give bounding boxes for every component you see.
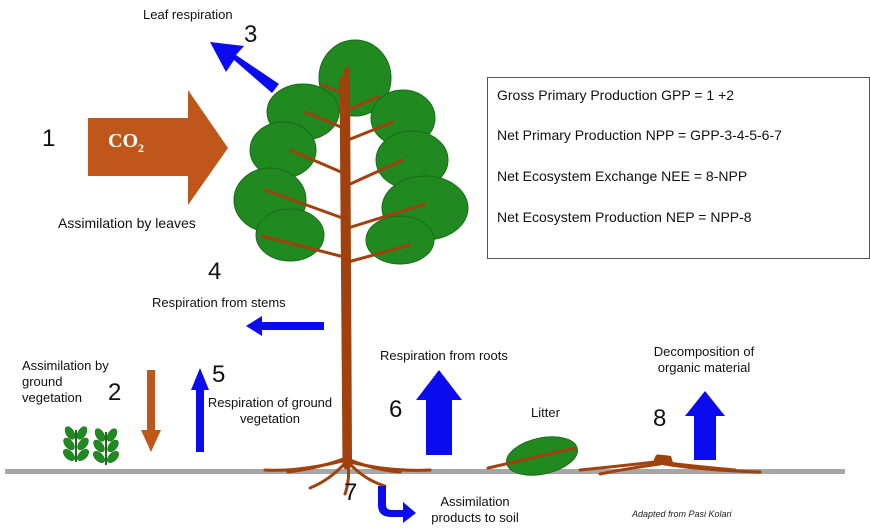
number-6: 6 <box>389 396 403 423</box>
number-5: 5 <box>212 361 226 388</box>
label-respiration-from-roots: Respiration from roots <box>380 348 508 363</box>
formula-nep: Net Ecosystem Production NEP = NPP-8 <box>497 209 752 225</box>
number-4: 4 <box>208 258 222 285</box>
ground-vegetation <box>63 426 119 465</box>
arrow-products-to-soil <box>378 486 416 523</box>
label-assimilation-ground-vegetation: Assimilation by ground vegetation <box>22 358 109 405</box>
formula-box: Gross Primary Production GPP = 1 +2 Net … <box>487 77 870 259</box>
credit-text: Adapted from Pasi Kolari <box>632 509 732 519</box>
tree-trunk <box>260 67 427 470</box>
arrow-co2-assimilation <box>88 90 228 205</box>
stump-top <box>652 455 674 466</box>
arrow-root-respiration <box>416 370 462 455</box>
label-assimilation-products-to-soil: Assimilation products to soil <box>431 494 519 525</box>
formula-npp: Net Primary Production NPP = GPP-3-4-5-6… <box>497 127 782 143</box>
arrow-ground-assimilation <box>141 370 161 452</box>
tree-foliage <box>233 39 469 265</box>
label-respiration-from-stems: Respiration from stems <box>152 295 286 310</box>
label-assimilation-by-leaves: Assimilation by leaves <box>58 215 196 231</box>
number-7: 7 <box>344 479 358 506</box>
arrow-ground-respiration <box>191 368 209 452</box>
arrow-leaf-respiration <box>210 42 279 93</box>
label-litter: Litter <box>531 405 560 420</box>
number-2: 2 <box>108 379 122 406</box>
formula-gpp: Gross Primary Production GPP = 1 +2 <box>497 87 735 103</box>
co2-label: CO2 <box>108 130 144 155</box>
formula-nee: Net Ecosystem Exchange NEE = 8-NPP <box>497 168 748 184</box>
label-leaf-respiration: Leaf respiration <box>143 7 233 22</box>
number-1: 1 <box>42 125 56 152</box>
label-respiration-ground-vegetation: Respiration of ground vegetation <box>207 395 333 426</box>
number-3: 3 <box>244 21 258 48</box>
tree-roots <box>263 456 432 496</box>
arrow-decomposition <box>685 391 725 460</box>
litter-leaf <box>486 436 578 476</box>
arrow-stem-respiration <box>246 316 324 336</box>
label-decomposition: Decomposition of organic material <box>653 344 755 375</box>
number-8: 8 <box>653 405 667 432</box>
